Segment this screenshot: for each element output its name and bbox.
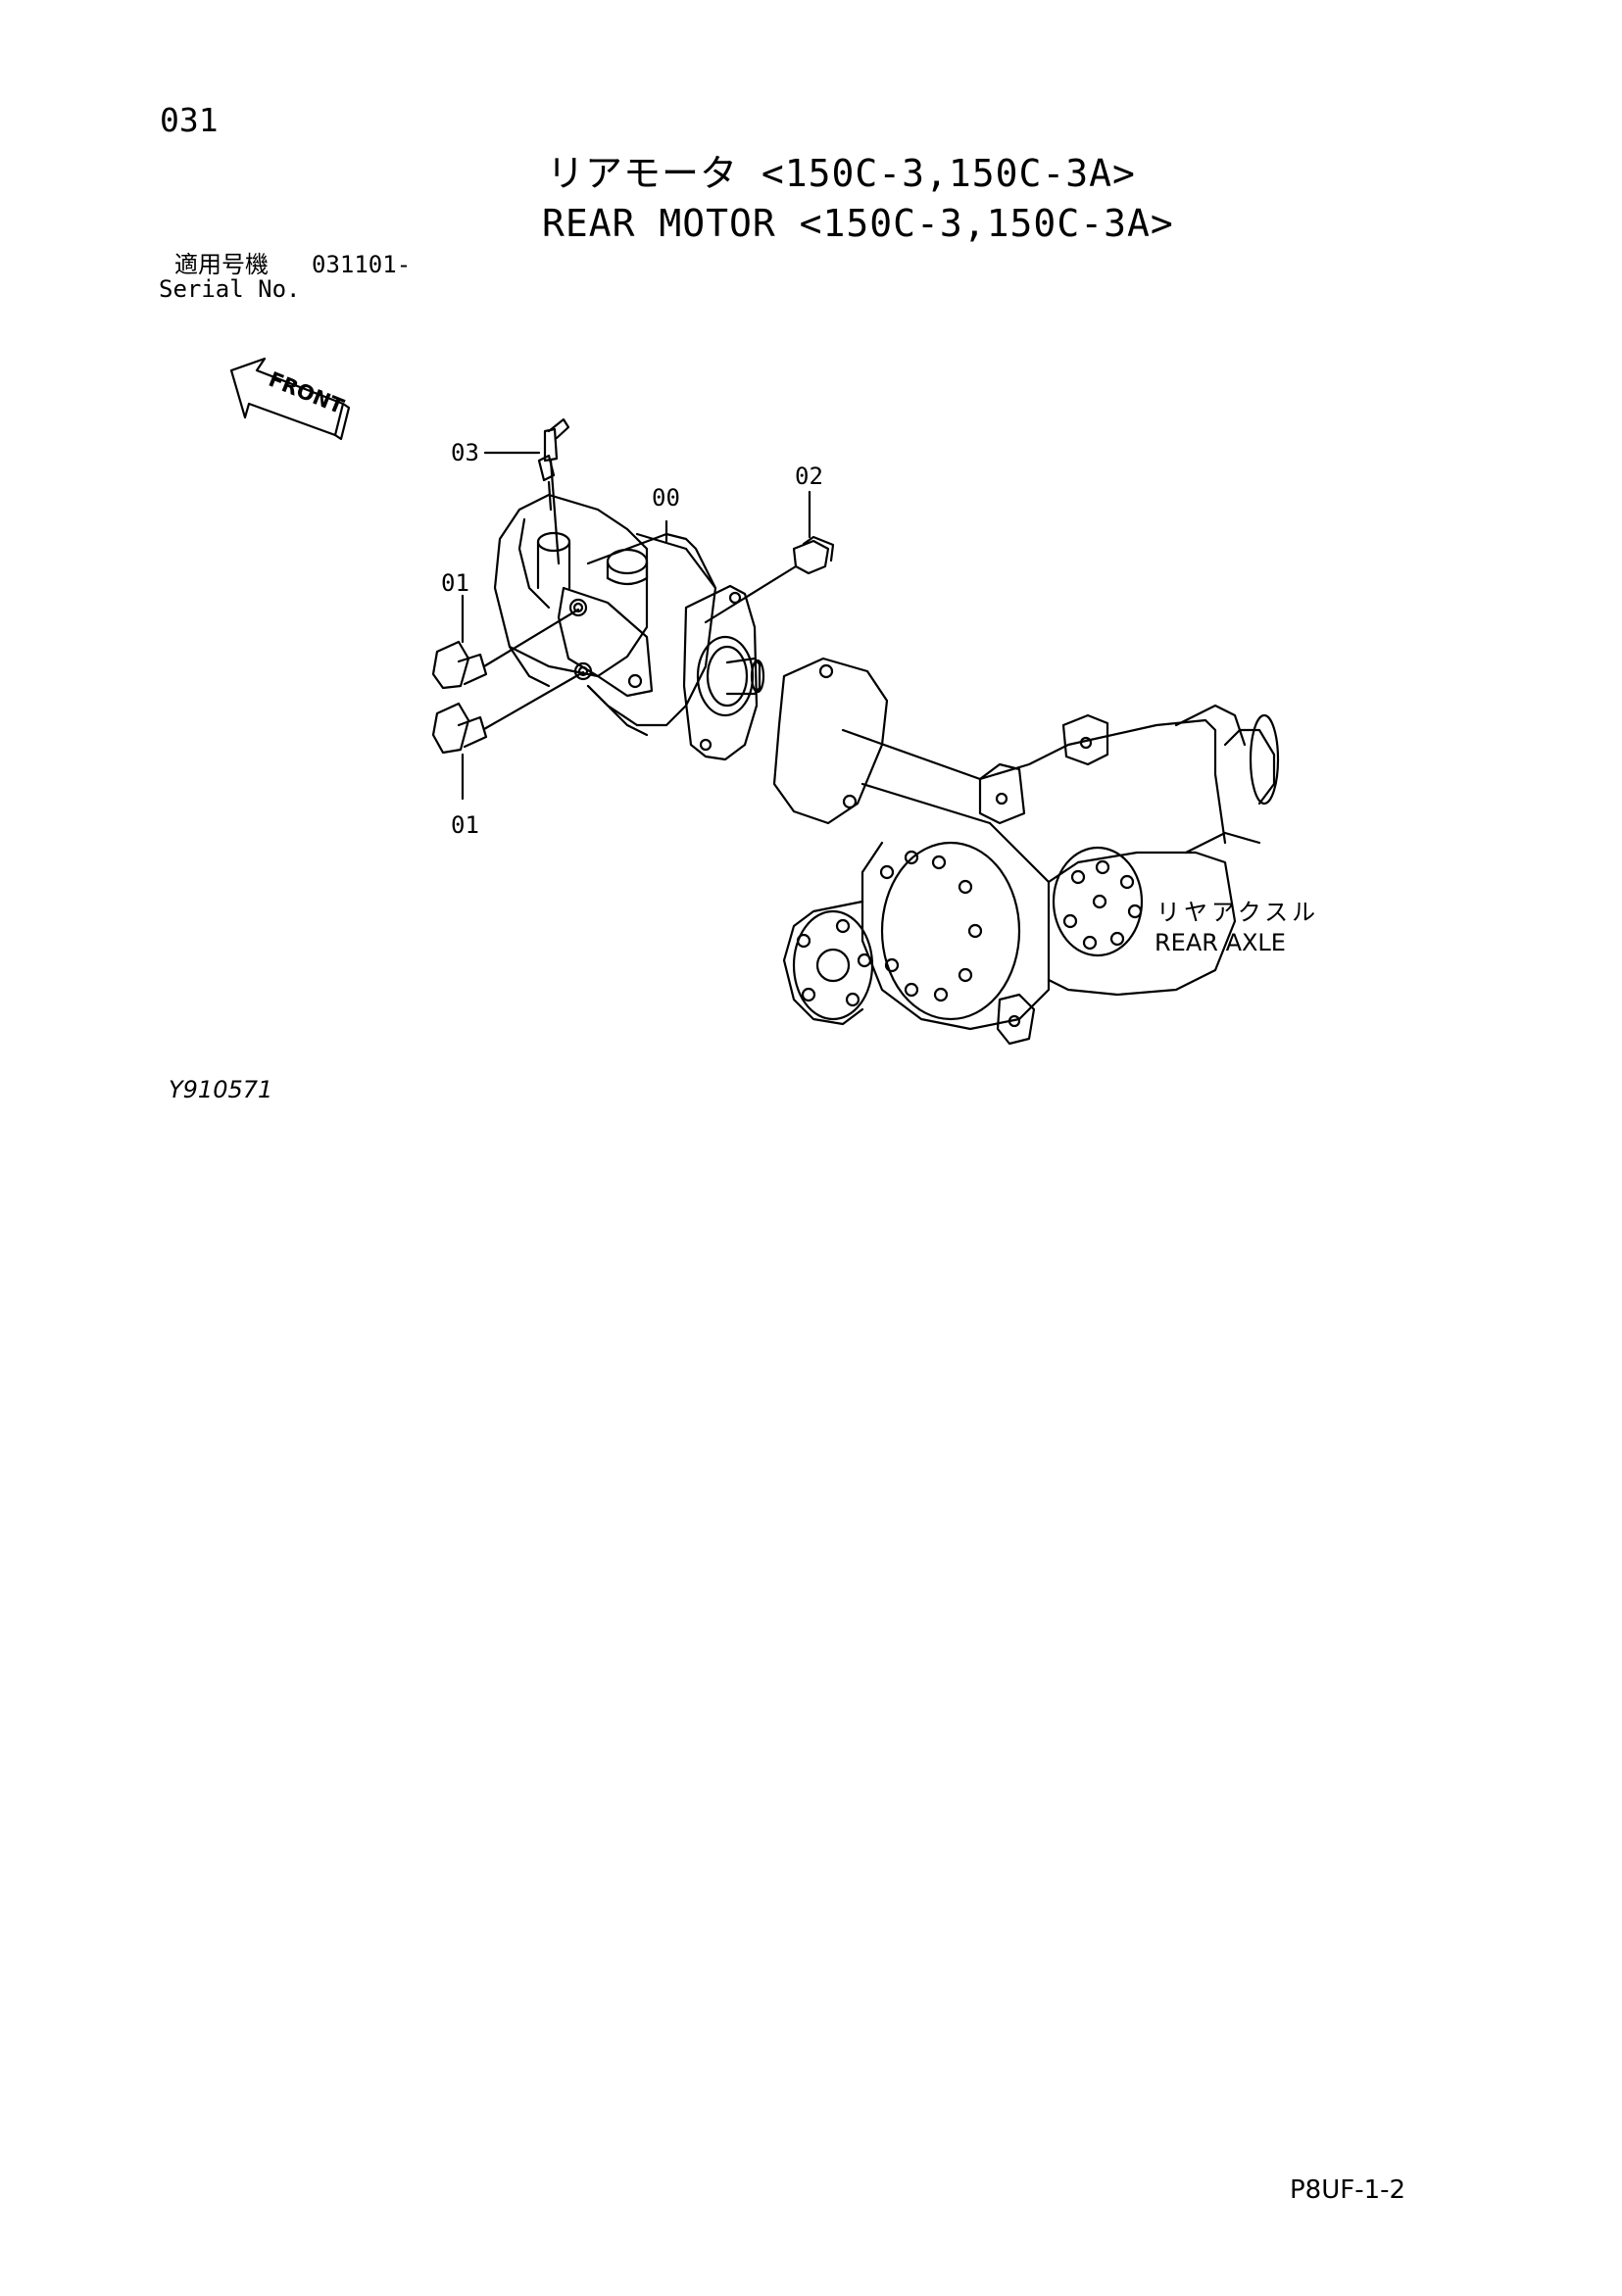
serial-label-jp: 適用号機 bbox=[174, 251, 269, 278]
rear-motor bbox=[493, 493, 765, 761]
serial-value: 031101- bbox=[312, 251, 412, 278]
connector-01-upper bbox=[431, 608, 580, 690]
callout-02: 02 bbox=[795, 463, 823, 490]
page-title-en: REAR MOTOR <150C-3,150C-3A> bbox=[542, 202, 1174, 245]
serial-label-en: Serial No. bbox=[159, 275, 301, 303]
front-label: FRONT bbox=[266, 367, 348, 419]
callout-01-upper: 01 bbox=[441, 569, 469, 597]
axle-label-jp: リヤアクスル bbox=[1156, 899, 1319, 926]
page-title-jp: リアモータ <150C-3,150C-3A> bbox=[547, 152, 1136, 195]
axle-label-en: REAR AXLE bbox=[1155, 929, 1286, 956]
callout-01-lower: 01 bbox=[451, 811, 479, 839]
page-number: 031 bbox=[160, 101, 219, 139]
callout-00: 00 bbox=[652, 484, 680, 512]
connector-01-lower bbox=[431, 670, 585, 755]
callout-03: 03 bbox=[451, 439, 479, 466]
elbow-fitting-03 bbox=[537, 417, 570, 565]
rear-axle bbox=[772, 657, 1280, 1046]
connector-02 bbox=[704, 535, 835, 624]
drawing-code: Y910571 bbox=[169, 1076, 273, 1103]
page-code: P8UF-1-2 bbox=[1290, 2175, 1406, 2205]
front-arrow-icon: FRONT bbox=[229, 357, 351, 441]
